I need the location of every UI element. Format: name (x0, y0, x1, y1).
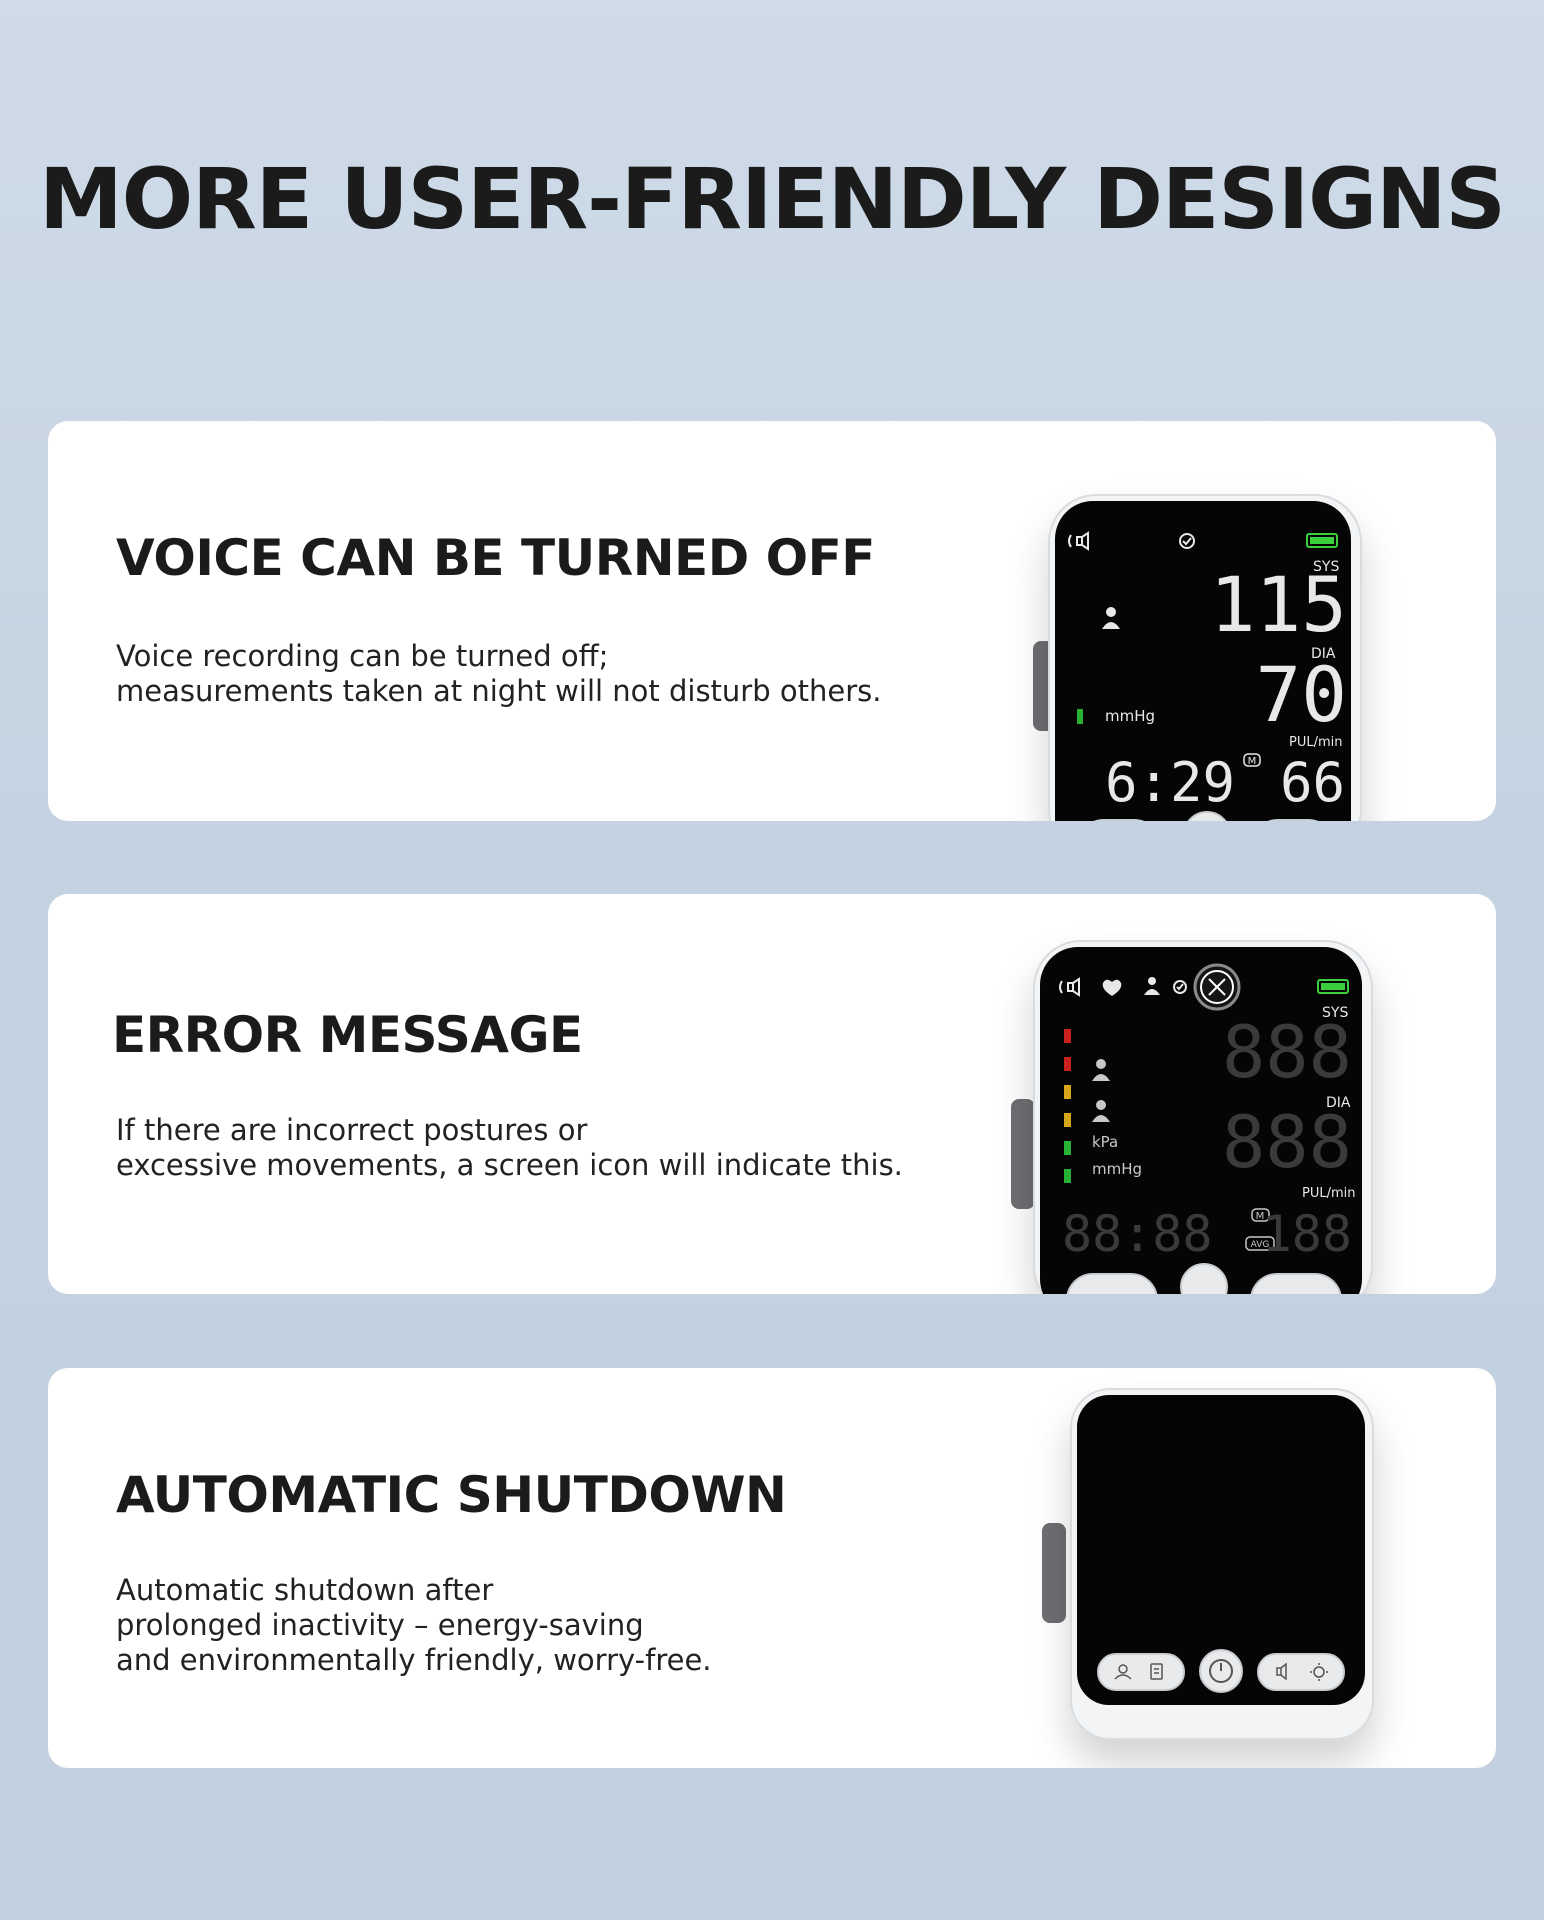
pulse-value: 66 (1280, 751, 1345, 814)
power-button[interactable] (1180, 1263, 1228, 1294)
feature-description: Automatic shutdown after prolonged inact… (116, 1573, 712, 1677)
memory-icon: M (1251, 1208, 1270, 1222)
indicator-green (1064, 1141, 1071, 1155)
voice-settings-button[interactable] (1250, 1273, 1342, 1294)
voice-settings-button[interactable] (1257, 1653, 1345, 1691)
indicator-green (1064, 1169, 1071, 1183)
sys-label: SYS (1322, 1005, 1348, 1021)
hose-connector (1042, 1523, 1066, 1623)
error-icon (1193, 963, 1241, 1011)
battery-icon (1317, 979, 1349, 994)
feature-card-error-message: ERROR MESSAGE If there are incorrect pos… (48, 894, 1496, 1294)
user-a-icon (1092, 1059, 1110, 1081)
user-record-icons (1114, 1663, 1163, 1680)
page-title: MORE USER-FRIENDLY DESIGNS (39, 150, 1506, 248)
monitor-body: SYS 888 DIA 888 kPa mmHg PUL/min (1033, 940, 1373, 1294)
dia-label: DIA (1311, 646, 1336, 662)
time-value: 6:29 (1105, 751, 1235, 814)
feature-card-auto-shutdown: AUTOMATIC SHUTDOWN Automatic shutdown af… (48, 1368, 1496, 1768)
svg-text:M: M (1256, 1211, 1265, 1222)
speaker-icon (1068, 531, 1089, 551)
indicator-yellow (1064, 1085, 1071, 1099)
lcd-display: SYS 888 DIA 888 kPa mmHg PUL/min (1059, 963, 1356, 1263)
level-indicator (1077, 709, 1083, 724)
monitor-body (1070, 1388, 1374, 1740)
sys-value: 115 (1210, 560, 1347, 649)
monitor-screen-off (1077, 1395, 1365, 1705)
heart-icon (1102, 979, 1122, 996)
svg-text:M: M (1248, 756, 1257, 767)
dia-label: DIA (1326, 1095, 1351, 1111)
feature-description: If there are incorrect postures or exces… (116, 1113, 903, 1182)
average-icon: AVG (1245, 1236, 1275, 1251)
voice-settings-icons (1276, 1662, 1328, 1681)
feature-title: AUTOMATIC SHUTDOWN (116, 1466, 787, 1524)
movement-icon (1144, 977, 1160, 995)
svg-text:AVG: AVG (1251, 1240, 1270, 1250)
check-icon (1179, 533, 1195, 549)
hose-connector (1011, 1099, 1035, 1209)
time-segments: 88:88 (1062, 1205, 1213, 1263)
user-record-button[interactable] (1097, 1653, 1185, 1691)
indicator-red (1064, 1029, 1071, 1043)
user-b-icon (1092, 1100, 1110, 1122)
feature-title: ERROR MESSAGE (112, 1006, 583, 1064)
person-icon (1102, 607, 1120, 629)
indicator-red (1064, 1057, 1071, 1071)
dia-segments: 888 (1222, 1100, 1352, 1184)
unit-mmhg: mmHg (1092, 1160, 1142, 1178)
user-record-button[interactable] (1066, 1273, 1158, 1294)
pulse-label: PUL/min (1289, 735, 1343, 750)
indicator-yellow (1064, 1113, 1071, 1127)
sys-label: SYS (1313, 559, 1339, 575)
sys-segments: 888 (1222, 1010, 1352, 1094)
power-icon (1209, 1659, 1233, 1683)
lcd-display: SYS 115 DIA 70 mmHg PUL/min 6:29 M (1068, 531, 1347, 814)
pulse-segments: 188 (1262, 1205, 1352, 1263)
pulse-label: PUL/min (1302, 1186, 1356, 1201)
feature-description: Voice recording can be turned off; measu… (116, 639, 882, 708)
battery-icon (1306, 533, 1338, 548)
monitor-screen: SYS 115 DIA 70 mmHg PUL/min 6:29 M (1055, 501, 1351, 821)
unit-kpa: kPa (1092, 1133, 1118, 1151)
memory-icon: M (1243, 753, 1261, 767)
feature-title: VOICE CAN BE TURNED OFF (116, 529, 875, 587)
monitor-body: SYS 115 DIA 70 mmHg PUL/min 6:29 M (1048, 494, 1362, 821)
check-icon (1173, 980, 1187, 994)
monitor-screen: SYS 888 DIA 888 kPa mmHg PUL/min (1040, 947, 1362, 1294)
unit-label: mmHg (1105, 707, 1155, 725)
feature-card-voice-off: VOICE CAN BE TURNED OFF Voice recording … (48, 421, 1496, 821)
power-button[interactable] (1199, 1649, 1243, 1693)
speaker-icon (1059, 977, 1080, 997)
dia-value: 70 (1255, 650, 1347, 739)
